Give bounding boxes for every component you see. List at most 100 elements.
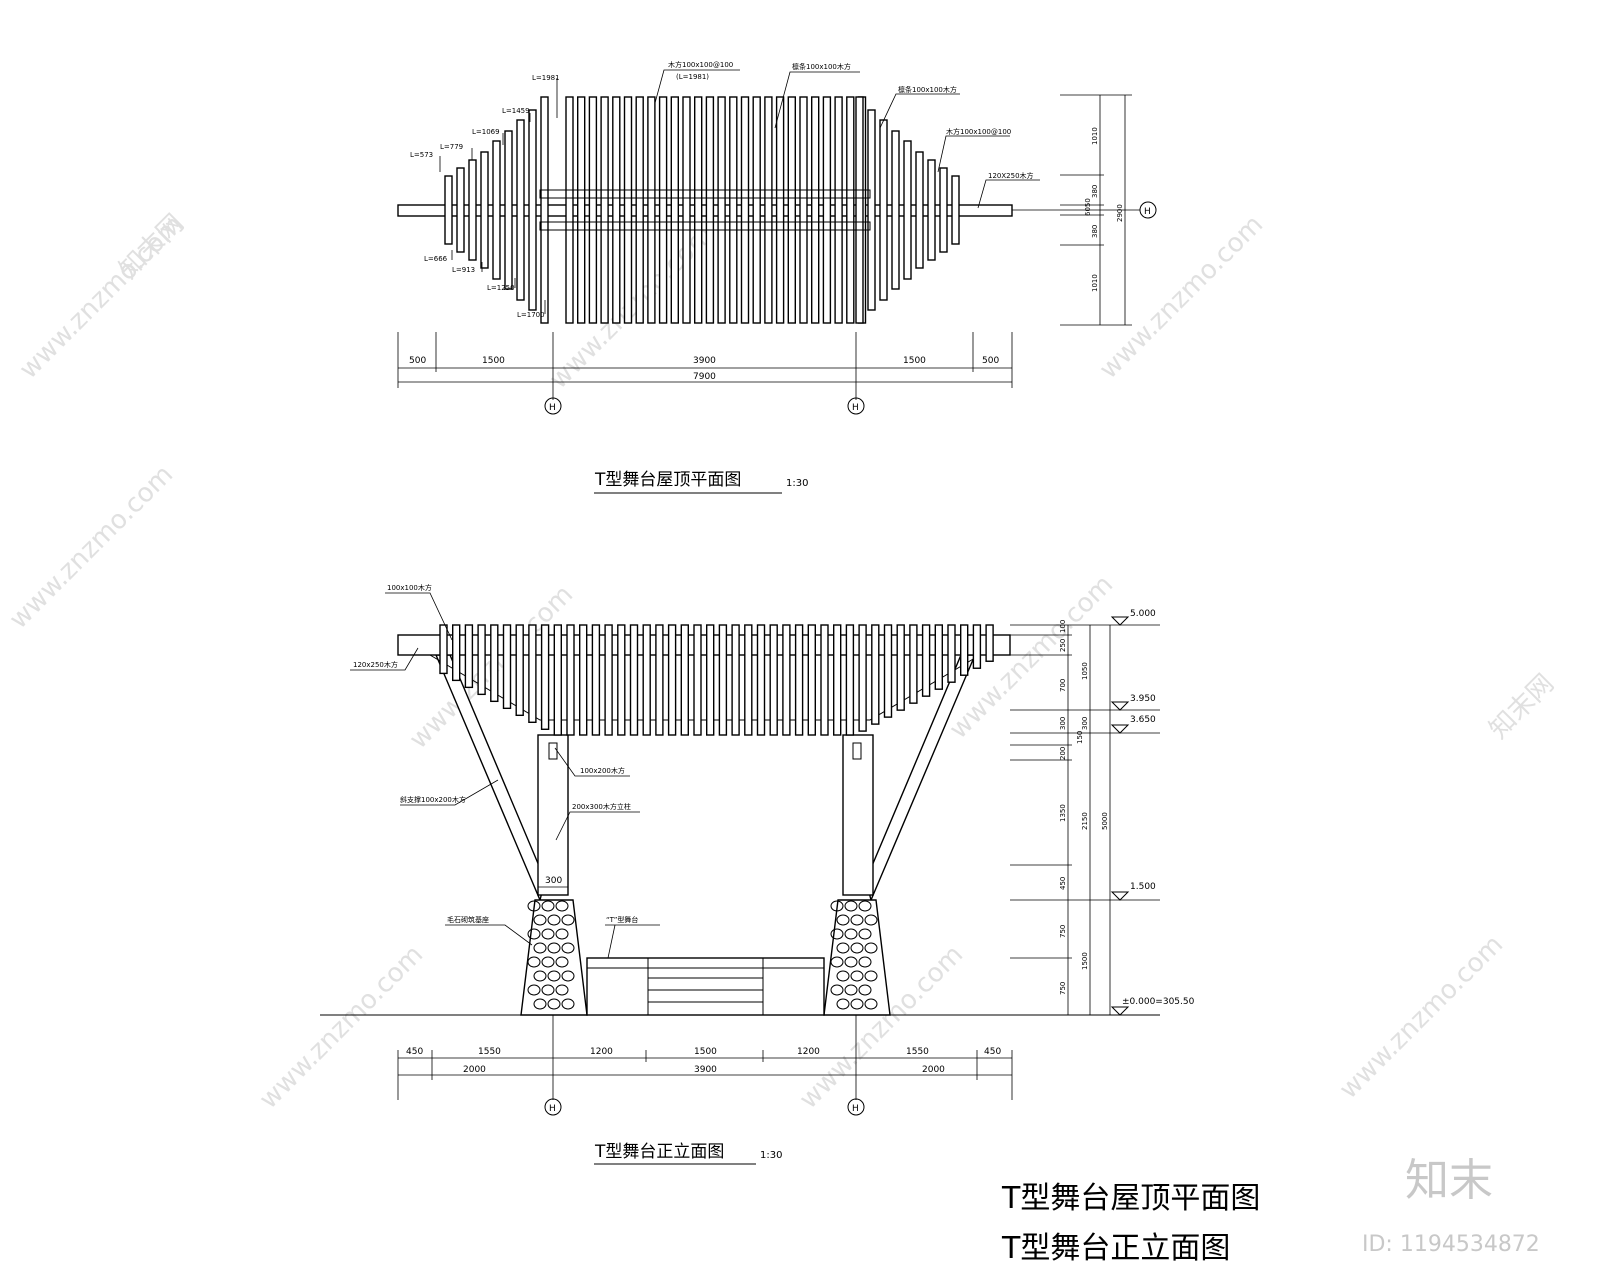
roof-slat bbox=[504, 130, 513, 290]
col-width: 300 bbox=[545, 876, 562, 886]
roof-slat bbox=[705, 96, 715, 324]
dim: 1550 bbox=[478, 1047, 501, 1057]
elevation-slat bbox=[579, 624, 588, 736]
stone bbox=[533, 914, 547, 926]
callout-l573: L=573 bbox=[410, 151, 433, 159]
roof-slat bbox=[951, 175, 960, 245]
brand-logo-text: 知末 bbox=[1405, 1155, 1493, 1206]
stone bbox=[836, 914, 850, 926]
roof-slat bbox=[480, 151, 489, 269]
elevation-beam bbox=[397, 634, 1011, 656]
stone bbox=[555, 900, 569, 912]
roof-slat bbox=[867, 109, 876, 311]
stone bbox=[844, 928, 858, 940]
leader bbox=[937, 135, 1010, 173]
stone bbox=[844, 956, 858, 968]
dim: 1350 bbox=[1059, 804, 1067, 822]
roof-slat bbox=[915, 151, 924, 269]
axis-label: H bbox=[852, 403, 859, 413]
dim: 380 bbox=[1091, 185, 1099, 198]
roof-slat bbox=[468, 159, 477, 261]
axis-bubble bbox=[847, 397, 865, 415]
stone bbox=[858, 956, 872, 968]
callout-column: 200x300木方立柱 bbox=[572, 802, 631, 811]
axis-label: H bbox=[549, 403, 556, 413]
stone bbox=[555, 984, 569, 996]
callout-l1069: L=1069 bbox=[472, 128, 500, 136]
elevation-slat bbox=[820, 624, 829, 736]
elevation-slat bbox=[566, 624, 575, 736]
dim: 1500 bbox=[694, 1047, 717, 1057]
stone bbox=[561, 998, 575, 1010]
callout-l1250: L=1250 bbox=[487, 284, 515, 292]
dim: 150 bbox=[1076, 731, 1084, 744]
stone bbox=[533, 942, 547, 954]
elevation-slat bbox=[731, 624, 740, 736]
watermark-text: www.znzmo.com bbox=[254, 940, 429, 1115]
plan-dims-bottom: 500 1500 3900 1500 500 7900 H H bbox=[397, 332, 1013, 415]
stone bbox=[561, 970, 575, 982]
stone bbox=[541, 928, 555, 940]
leader bbox=[774, 71, 860, 129]
callout-wood-top: 100x100木方 bbox=[387, 583, 432, 592]
roof-slat bbox=[891, 130, 900, 290]
callout-wood-big: 120x250木方 bbox=[353, 660, 398, 669]
main-beam bbox=[397, 204, 1013, 217]
level: 3.650 bbox=[1130, 715, 1156, 725]
stone bbox=[547, 942, 561, 954]
plan-dims-right: 1010 380 6050 380 1010 2900 bbox=[1060, 94, 1132, 326]
stone bbox=[541, 984, 555, 996]
stone bbox=[850, 914, 864, 926]
roof-slat bbox=[834, 96, 843, 324]
roof-slat bbox=[577, 96, 586, 324]
roof-slat bbox=[729, 96, 738, 324]
roof-slat bbox=[670, 96, 679, 324]
left-column bbox=[537, 734, 569, 896]
elevation-slat bbox=[642, 624, 651, 736]
elevation-slat bbox=[680, 624, 689, 736]
elevation-slat bbox=[972, 624, 982, 669]
stone bbox=[836, 970, 850, 982]
dim: 2150 bbox=[1081, 812, 1089, 830]
elevation-slat bbox=[706, 624, 715, 736]
roof-plan: H L=1981 L=1459 L=1069 L=779 L=573 L=666… bbox=[397, 60, 1157, 494]
dim: 450 bbox=[406, 1047, 423, 1057]
stone bbox=[858, 928, 872, 940]
leader bbox=[400, 779, 499, 806]
id-label: ID: 1194534872 bbox=[1362, 1232, 1540, 1257]
dim-total: 7900 bbox=[693, 372, 716, 382]
elevation-slat bbox=[947, 624, 956, 683]
roof-slat bbox=[903, 140, 912, 280]
caption-line-1: T型舞台屋顶平面图 bbox=[1001, 1181, 1260, 1216]
elevation-slat bbox=[515, 624, 524, 717]
front-elevation: 100x100木方 120x250木方 斜支撑100x200木方 100x200… bbox=[320, 583, 1195, 1165]
elevation-slat bbox=[540, 624, 550, 730]
level-marker bbox=[1110, 616, 1130, 626]
elevation-slat bbox=[604, 624, 613, 736]
leader bbox=[445, 924, 533, 946]
roof-slat bbox=[528, 109, 537, 311]
level: 5.000 bbox=[1130, 609, 1156, 619]
roof-slat bbox=[879, 119, 888, 301]
elevation-slat bbox=[502, 624, 512, 710]
right-column bbox=[842, 734, 874, 896]
caption-line-2: T型舞台正立面图 bbox=[1001, 1231, 1230, 1266]
stone-pattern bbox=[527, 900, 878, 1010]
dim: 450 bbox=[1059, 877, 1067, 890]
dim: 100 bbox=[1059, 620, 1067, 633]
callout-wood-top-sub: (L=1981) bbox=[676, 73, 709, 81]
leader bbox=[607, 924, 616, 959]
dim: 1200 bbox=[797, 1047, 820, 1057]
leader bbox=[654, 69, 740, 104]
callout-l1700: L=1700 bbox=[517, 311, 545, 319]
plan-scale: 1:30 bbox=[786, 478, 808, 489]
leader bbox=[350, 647, 419, 671]
roof-slat bbox=[694, 96, 703, 324]
t-stage bbox=[586, 957, 825, 1016]
elevation-slat bbox=[617, 624, 626, 736]
stone bbox=[836, 942, 850, 954]
plan-title: T型舞台屋顶平面图 bbox=[594, 470, 741, 490]
stone bbox=[864, 970, 878, 982]
roof-slat bbox=[516, 119, 525, 301]
stone bbox=[527, 928, 541, 940]
